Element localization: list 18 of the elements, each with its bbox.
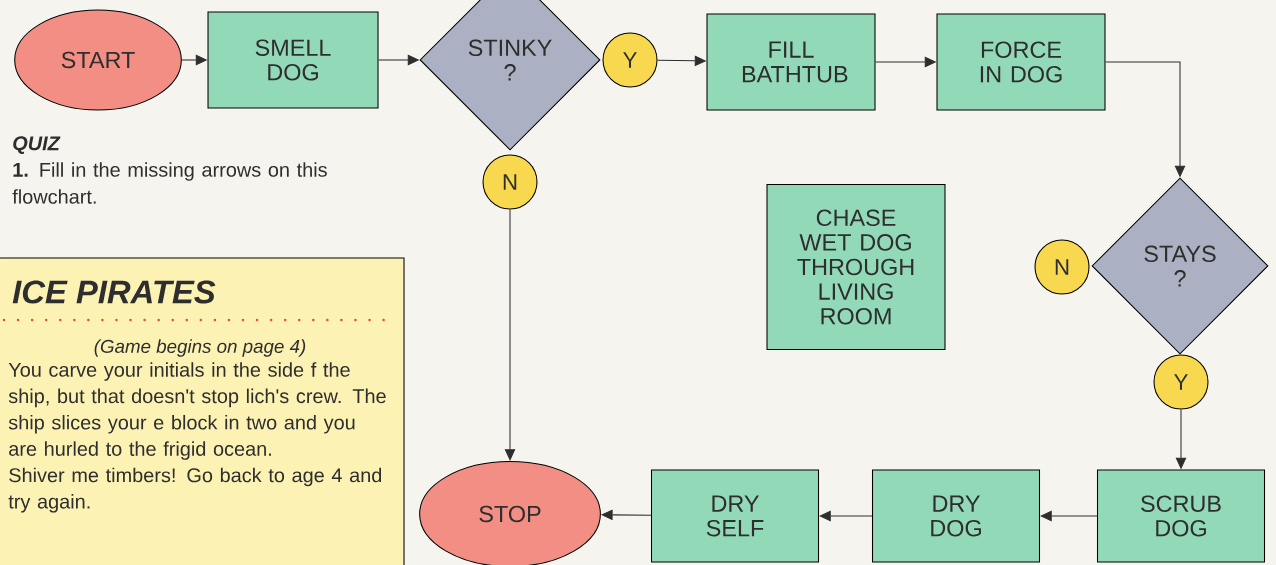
story-paragraph: Shiver me timbers! Go back to age 4 and try again. — [8, 467, 382, 513]
process-box: DRY DOG — [872, 469, 1041, 563]
process-box: SCRUB DOG — [1097, 469, 1266, 563]
quiz-question: 1. Fill in the missing arrows on this flowchart. — [12, 162, 327, 204]
process-box: FILL BATHTUB — [706, 13, 876, 111]
story-heading: ICE PIRATES — [12, 280, 216, 304]
process-box: FORCE IN DOG — [936, 13, 1106, 111]
arrow — [504, 209, 516, 461]
process-box: CHASE WET DOG THROUGH LIVING ROOM — [766, 183, 946, 350]
process-box: SMELL DOG — [207, 11, 379, 109]
terminal-oval: STOP — [419, 460, 601, 565]
arrow — [1040, 510, 1098, 522]
terminal-oval: START — [14, 9, 182, 111]
quiz-heading: QUIZ — [13, 136, 61, 154]
process-box: DRY SELF — [651, 469, 820, 563]
arrow — [819, 510, 873, 522]
story-paragraph: You carve your initials in the side f the ship, but that doesn't stop lich's crew. The ship slices your e block in two and you are hurled to the frigid ocean. — [8, 362, 386, 460]
story-subtitle: (Game begins on page 4) — [94, 339, 306, 357]
